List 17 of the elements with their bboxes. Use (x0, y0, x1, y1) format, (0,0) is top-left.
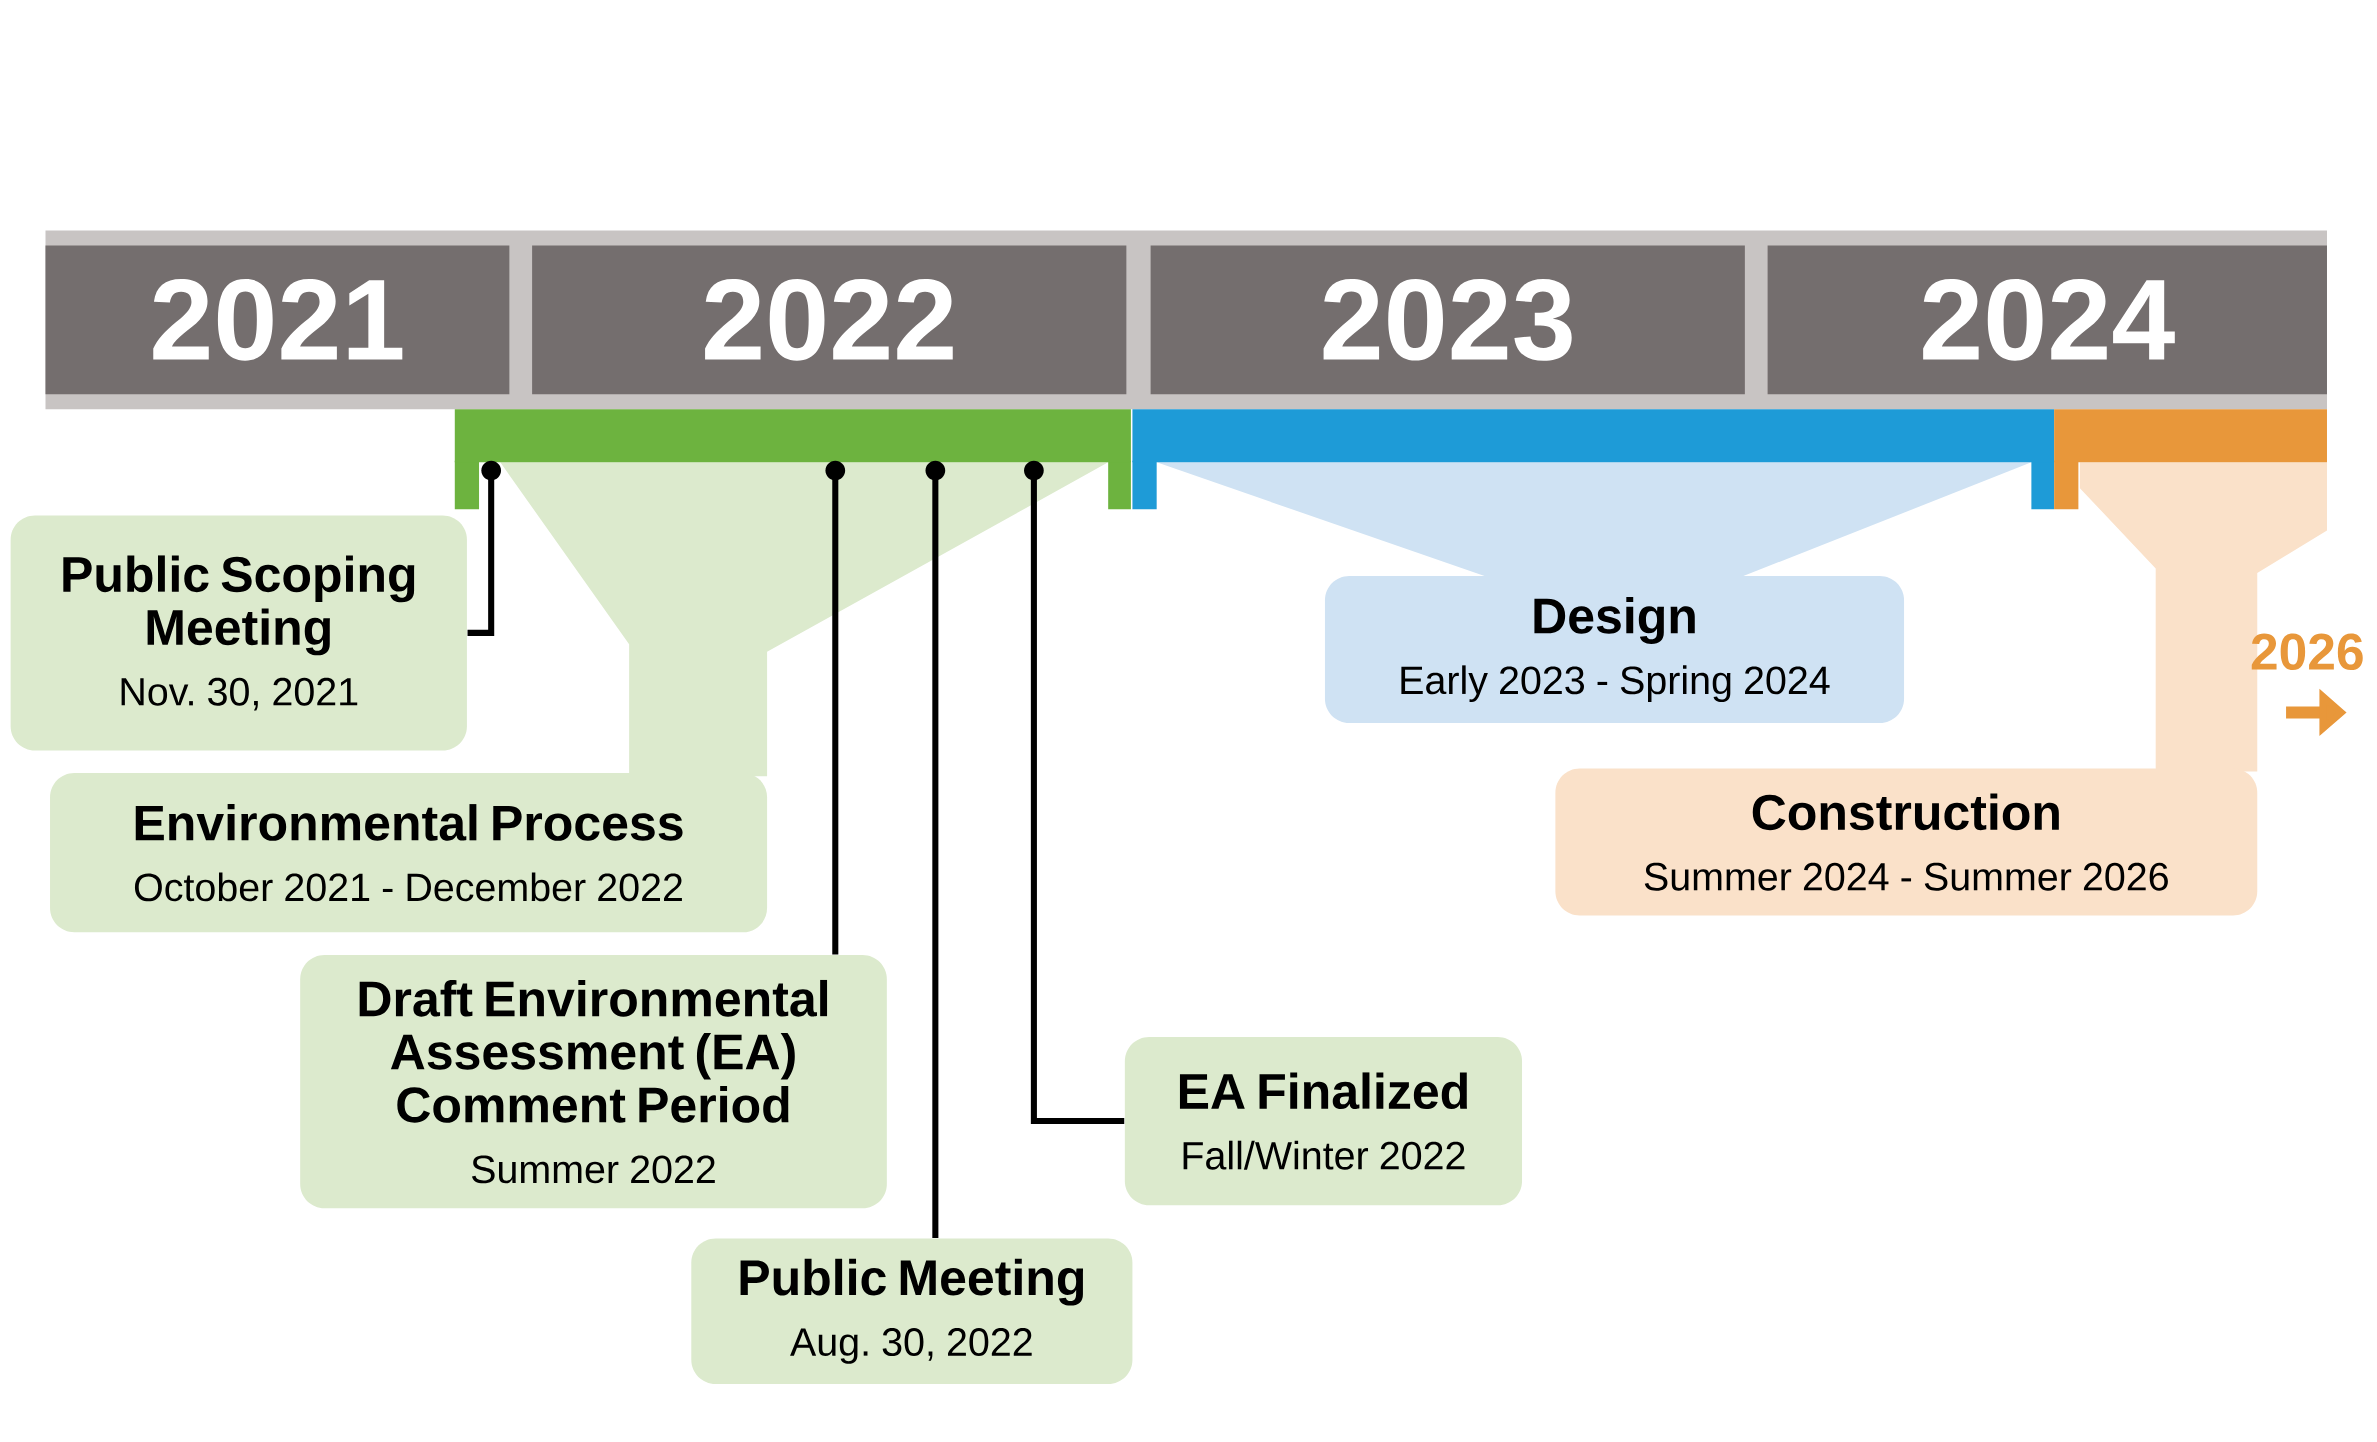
leader-line (467, 460, 502, 637)
milestone-box: Public Scoping Meeting Nov. 30, 2021 (10, 515, 467, 751)
leader-line (925, 460, 946, 1239)
milestone-box: Environmental Process October 2021 - December 2022 (50, 773, 768, 933)
milestone-box: Construction Summer 2024 - Summer 2026 (1555, 768, 2258, 916)
year-banner: 2023 (1150, 245, 1745, 395)
milestone-box: EA Finalized Fall/Winter 2022 (1124, 1037, 1523, 1206)
year-banner: 2021 (45, 245, 510, 395)
milestone-box: Design Early 2023 - Spring 2024 (1324, 576, 1905, 724)
phase-bar-drawing (454, 409, 1131, 777)
year-label: 2026 (2251, 633, 2363, 671)
leader-line (1024, 460, 1125, 1125)
milestone-box: Public Meeting Aug. 30, 2022 (691, 1238, 1133, 1385)
year-banner: 2022 (532, 245, 1127, 395)
year-banner: 2024 (1767, 245, 2327, 395)
leader-line (825, 460, 846, 955)
milestone-box: Draft Environmental Assessment (EA) Comment Period Summer 2022 (300, 955, 887, 1209)
